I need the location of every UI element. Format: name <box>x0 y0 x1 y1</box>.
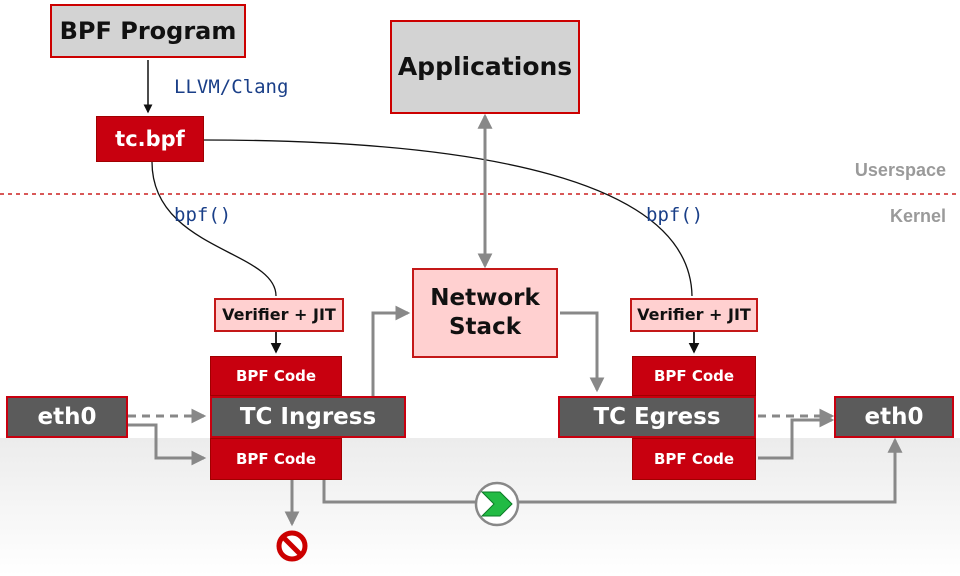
load-curve-right <box>203 139 693 297</box>
verifier-jit-label-right: Verifier + JIT <box>637 305 751 324</box>
egress-code-to-eth0-arrow <box>758 412 835 460</box>
object-file-label: tc.bpf <box>115 126 185 151</box>
kernel-label: Kernel <box>889 206 946 226</box>
egress-bpf-code-top: BPF Code <box>632 356 756 396</box>
tc-egress-box: TC Egress <box>558 396 756 438</box>
tc-ingress-box: TC Ingress <box>210 396 406 438</box>
ingress-bpf-code-top-label: BPF Code <box>235 366 317 385</box>
ingress-to-stack-arrow <box>371 305 411 396</box>
verifier-jit-box-right: Verifier + JIT <box>630 298 758 332</box>
tc-egress-label: TC Egress <box>593 403 721 430</box>
egress-bpf-code-bottom-label: BPF Code <box>653 449 735 468</box>
ingress-bpf-code-bottom: BPF Code <box>210 438 342 480</box>
bpf-program-box: BPF Program <box>50 4 246 58</box>
green-chevron-icon <box>474 481 520 527</box>
userspace-label: Userspace <box>854 160 946 180</box>
stack-to-egress-arrow <box>560 311 605 393</box>
egress-bpf-code-bottom: BPF Code <box>632 438 756 480</box>
redirect-path-arrow <box>322 437 903 504</box>
network-stack-box: Network Stack <box>412 268 558 358</box>
eth0-ingress-label: eth0 <box>37 403 97 430</box>
bpf-program-label: BPF Program <box>59 17 237 45</box>
tc-ingress-label: TC Ingress <box>239 403 377 430</box>
syscall-label-right: bpf() <box>646 204 704 226</box>
verifier-jit-box-left: Verifier + JIT <box>214 298 344 332</box>
eth0-egress-box: eth0 <box>834 396 954 438</box>
network-stack-label: Network Stack <box>430 285 540 340</box>
load-curve-left <box>151 161 277 297</box>
verifier-jit-label-left: Verifier + JIT <box>222 305 336 324</box>
applications-box: Applications <box>390 20 580 114</box>
eth0-egress-label: eth0 <box>864 403 924 430</box>
prohibited-icon <box>276 530 308 562</box>
syscall-label-left: bpf() <box>174 204 232 226</box>
object-file-box: tc.bpf <box>96 116 204 162</box>
eth0-to-ingress-code-arrow <box>128 423 207 466</box>
compiler-label: LLVM/Clang <box>174 76 289 98</box>
applications-label: Applications <box>397 52 573 82</box>
ingress-bpf-code-top: BPF Code <box>210 356 342 396</box>
ingress-bpf-code-bottom-label: BPF Code <box>235 449 317 468</box>
eth0-ingress-box: eth0 <box>6 396 128 438</box>
egress-bpf-code-top-label: BPF Code <box>653 366 735 385</box>
